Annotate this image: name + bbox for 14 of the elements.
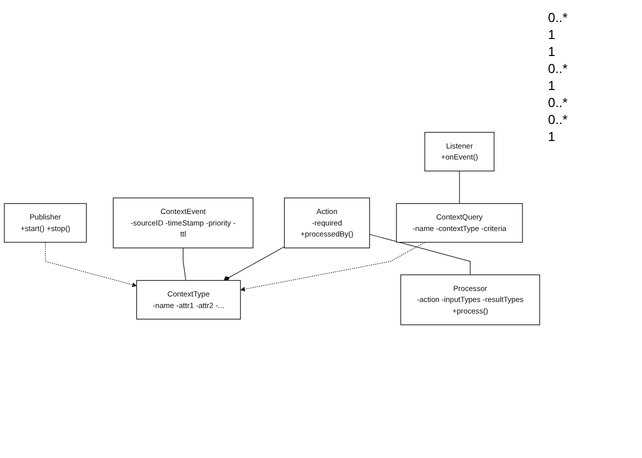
multiplicity-label: 1	[548, 27, 556, 42]
connector	[459, 171, 460, 204]
multiplicity-label: 0..*	[548, 112, 569, 127]
connector	[182, 248, 186, 282]
multiplicity-label: 0..*	[548, 10, 569, 25]
connector	[223, 246, 285, 282]
multiplicity-label: 1	[548, 78, 556, 93]
arrow	[44, 242, 137, 288]
multiplicity-label: 1	[548, 129, 556, 144]
connector	[369, 234, 471, 276]
multiplicity-label: 0..*	[548, 61, 569, 76]
multiplicity-label: 0..*	[548, 95, 569, 110]
arrow	[240, 242, 426, 292]
multiplicity-label: 1	[548, 44, 556, 59]
